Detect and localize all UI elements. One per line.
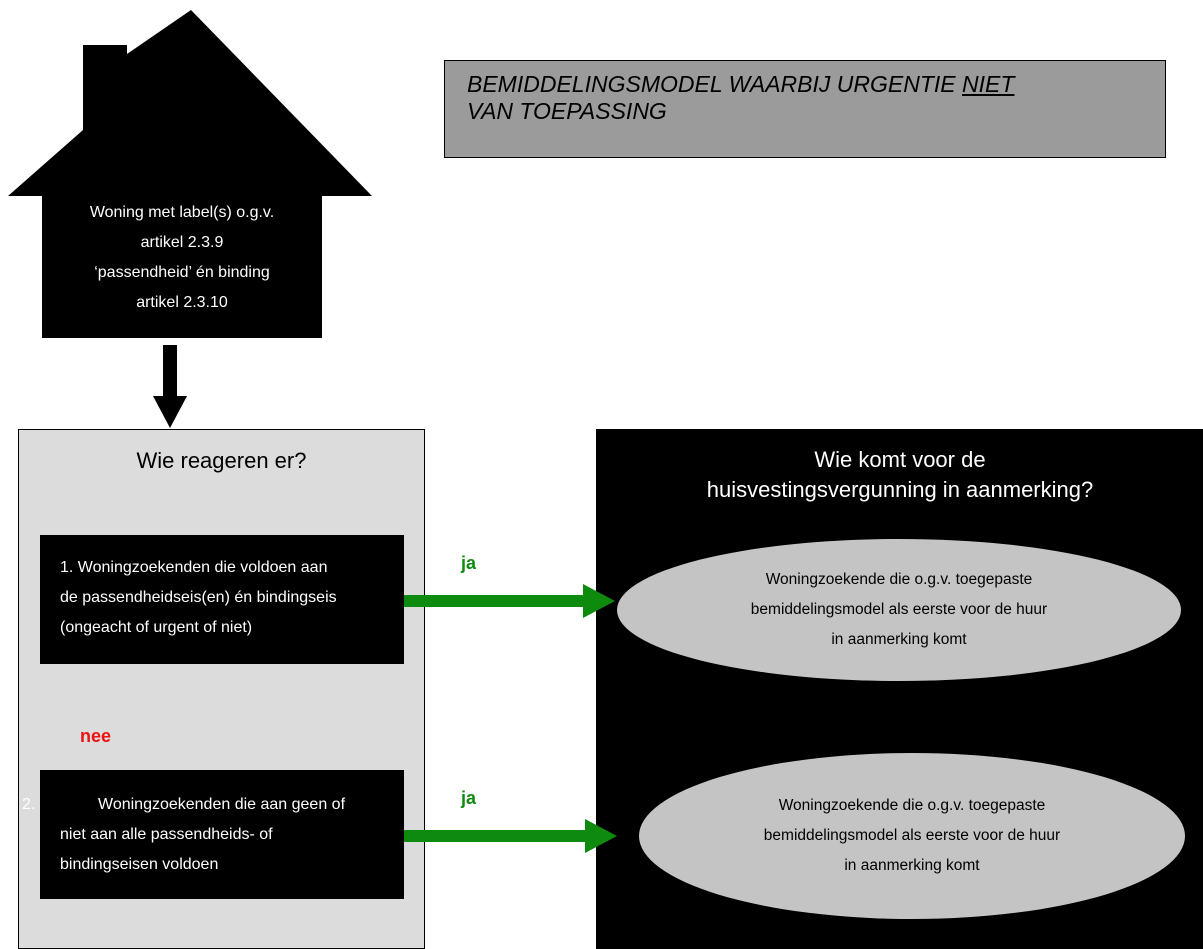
box2-line: niet aan alle passendheids- of <box>60 826 273 843</box>
box1-line: 1. Woningzoekenden die voldoen aan <box>60 559 328 576</box>
title-box: BEMIDDELINGSMODEL WAARBIJ URGENTIE NIET … <box>444 60 1166 158</box>
box2-number: 2. <box>22 796 36 813</box>
condition-box-1: 1. Woningzoekenden die voldoen aan de pa… <box>40 535 404 664</box>
right-title-line2: huisvestingsvergunning in aanmerking? <box>706 477 1094 502</box>
ellipse1-line: Woningzoekende die o.g.v. toegepaste <box>765 571 1033 588</box>
title-line2: VAN TOEPASSING <box>467 98 667 124</box>
ellipse1-line: in aanmerking komt <box>831 631 967 648</box>
ellipse2-line: bemiddelingsmodel als eerste voor de huu… <box>763 827 1061 844</box>
box1-line: de passendheidseis(en) én bindingseis <box>60 589 337 606</box>
ellipse2-line: in aanmerking komt <box>844 857 980 874</box>
right-panel-title: Wie komt voor de huisvestingsvergunning … <box>600 445 1200 505</box>
box1-line: (ongeacht of urgent of niet) <box>60 619 253 636</box>
house-label: Woning met label(s) o.g.v. artikel 2.3.9… <box>42 198 322 318</box>
ellipse1-line: bemiddelingsmodel als eerste voor de huu… <box>750 601 1048 618</box>
label-nee: nee <box>80 726 112 746</box>
house-line: Woning met label(s) o.g.v. <box>89 204 275 221</box>
title-underlined-niet: NIET <box>962 71 1015 97</box>
house-line: artikel 2.3.9 <box>140 234 224 251</box>
house-line: artikel 2.3.10 <box>136 294 228 311</box>
title-line1-prefix: BEMIDDELINGSMODEL WAARBIJ URGENTIE <box>467 71 963 97</box>
condition-box-2: 2. Woningzoekenden die aan geen of niet a… <box>22 770 404 899</box>
right-title-line1: Wie komt voor de <box>814 447 986 472</box>
house-shape <box>8 10 372 338</box>
result-ellipse-1: Woningzoekende die o.g.v. toegepaste bem… <box>617 539 1181 681</box>
box2-line: Woningzoekenden die aan geen of <box>98 796 346 813</box>
house-line: ‘passendheid’ én binding <box>94 264 270 281</box>
down-arrow-black <box>153 345 187 428</box>
left-panel-title: Wie reageren er? <box>136 448 307 473</box>
ellipse2-line: Woningzoekende die o.g.v. toegepaste <box>778 797 1046 814</box>
box2-line: bindingseisen voldoen <box>60 856 219 873</box>
label-ja-2: ja <box>461 788 477 808</box>
label-ja-1: ja <box>461 553 477 573</box>
result-ellipse-2: Woningzoekende die o.g.v. toegepaste bem… <box>639 753 1185 919</box>
